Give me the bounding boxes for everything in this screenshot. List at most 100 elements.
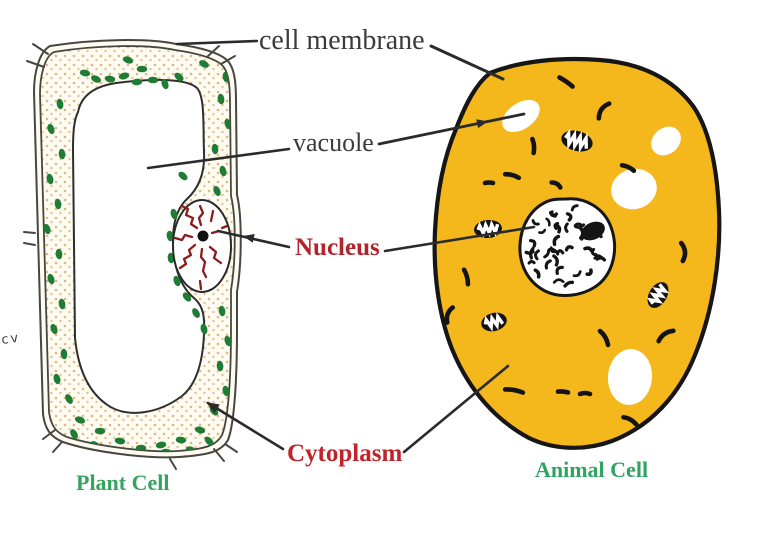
chloroplast — [65, 394, 73, 404]
organelle-squiggle — [621, 414, 639, 428]
chromatin-speckle — [550, 210, 557, 218]
label-cytoplasm: Cytoplasm — [287, 440, 402, 467]
chloroplast — [161, 78, 169, 90]
organelle-squiggles — [444, 75, 688, 428]
edge-artifact-text: cv — [0, 330, 21, 347]
organelle-squiggle — [461, 267, 471, 287]
chromatin-speckle — [543, 248, 551, 259]
plant-nucleus-envelope — [172, 199, 232, 293]
pointer-cytoplasm-left — [206, 401, 285, 451]
organelle-squiggle — [557, 75, 575, 89]
chloroplast — [90, 75, 102, 83]
label-cell-membrane: cell membrane — [259, 25, 425, 56]
chloroplast — [213, 185, 221, 197]
chromatin-speckle — [572, 270, 582, 278]
chromatin-speckle — [531, 219, 540, 226]
chloroplast — [219, 165, 227, 177]
chromatin-speckle — [555, 265, 564, 276]
chloroplast — [194, 426, 206, 434]
chromatin-speckle — [552, 254, 559, 267]
vacuole-blob — [607, 349, 653, 405]
organelle-squiggle — [555, 389, 571, 395]
vacuole-blob — [611, 168, 657, 210]
chromatin-speckle — [563, 280, 575, 288]
chromatin-speckle — [544, 259, 552, 270]
chloroplast — [147, 76, 159, 84]
organelle-squiggle — [482, 180, 496, 186]
chromatin-speckle — [570, 204, 579, 212]
chloroplast — [60, 348, 68, 360]
organelle-squiggle — [502, 171, 522, 181]
chromatin-speckle — [574, 223, 586, 229]
chloroplast — [216, 360, 224, 372]
animal-nucleus — [518, 197, 617, 297]
chloroplast — [46, 173, 54, 185]
chloroplast — [58, 148, 66, 160]
animal-vacuoles — [502, 99, 681, 405]
mitochondrion-cristae — [476, 219, 500, 239]
chloroplast — [224, 335, 232, 347]
chloroplast — [200, 323, 208, 335]
chromatin-speckle — [565, 212, 573, 222]
plant-vacuole — [71, 78, 206, 414]
caption-plant-cell: Plant Cell — [76, 470, 170, 495]
chromatin-speckle — [595, 256, 607, 262]
arrowhead-cytoplasm — [206, 402, 220, 414]
chloroplast — [47, 273, 55, 285]
mitochondrion-cristae — [564, 128, 589, 153]
chromatin-speckle — [548, 247, 560, 256]
mitochondrion-cristae — [646, 283, 670, 305]
chloroplast — [74, 416, 86, 424]
chromatin-speckle — [590, 247, 598, 257]
chloroplast — [155, 441, 167, 449]
organelle-squiggle — [549, 180, 563, 190]
organelle-squiggle — [678, 240, 688, 264]
plant-cell — [23, 39, 242, 470]
chloroplast — [199, 60, 209, 68]
organelle-squiggle — [619, 162, 637, 174]
chloroplast — [135, 444, 147, 452]
chloroplasts — [43, 56, 232, 452]
chloroplast — [224, 118, 232, 130]
chromatin-speckle — [538, 228, 547, 235]
label-vacuole: vacuole — [293, 128, 374, 157]
arrowhead-nucleus — [243, 234, 255, 243]
chloroplast — [182, 292, 192, 302]
plant-chromatin-marks — [173, 204, 229, 291]
mitochondrion-icon — [561, 128, 593, 153]
chromatin-speckle — [552, 278, 565, 284]
chloroplast — [217, 93, 225, 105]
chromatin-speckle — [564, 245, 574, 252]
chromatin-speckle — [573, 222, 583, 228]
nucleus-chromatin-speckles — [524, 204, 607, 288]
chloroplast — [174, 72, 184, 82]
organelle-squiggle — [530, 136, 537, 156]
organelle-squiggle — [502, 387, 526, 395]
chloroplast — [70, 429, 78, 439]
chloroplast — [54, 198, 62, 210]
label-nucleus: Nucleus — [295, 234, 380, 261]
chromatin-speckle — [553, 221, 560, 231]
chloroplast — [131, 78, 143, 86]
caption-animal-cell: Animal Cell — [535, 457, 648, 482]
chloroplast — [192, 308, 200, 318]
chloroplast — [43, 223, 51, 235]
plant-nucleus — [172, 199, 232, 293]
chloroplast — [50, 323, 58, 335]
chloroplast — [47, 123, 55, 135]
chromatin-speckle — [529, 239, 537, 248]
chloroplast — [218, 305, 226, 317]
chloroplast — [178, 171, 188, 181]
chromatin-speckle — [552, 234, 561, 247]
chloroplast — [166, 230, 174, 242]
organelle-squiggle — [656, 328, 676, 344]
chloroplast — [58, 298, 66, 310]
chloroplast — [104, 75, 116, 83]
nucleolus-blob — [581, 221, 605, 241]
arrowhead-vacuole — [476, 119, 488, 129]
mitochondrion-cristae — [483, 312, 505, 332]
vacuole-blob — [651, 126, 681, 156]
chromatin-speckle — [545, 217, 551, 227]
